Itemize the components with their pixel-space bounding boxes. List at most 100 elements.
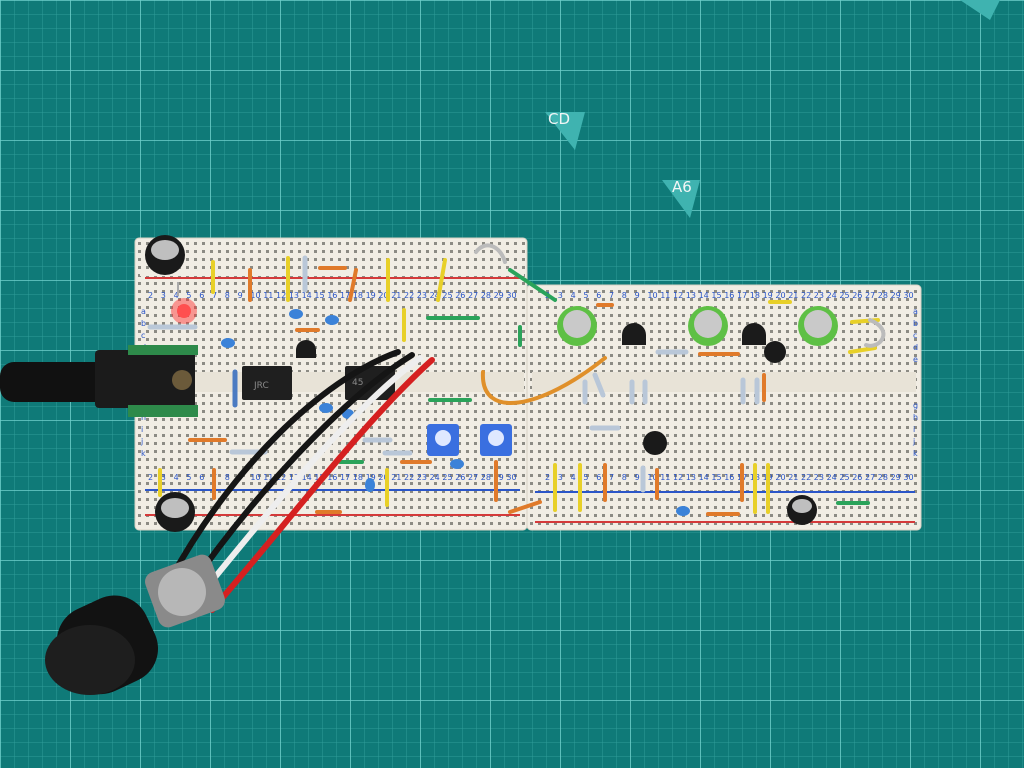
- column-number: 5: [186, 291, 191, 300]
- column-number: 10: [250, 473, 260, 482]
- row-letter: e: [913, 355, 918, 364]
- chip-label-right: 45: [352, 378, 363, 388]
- column-number: 25: [442, 291, 452, 300]
- column-number: 30: [903, 291, 913, 300]
- transistor-icon: [296, 323, 766, 358]
- column-number: 5: [583, 473, 588, 482]
- column-number: 6: [199, 473, 204, 482]
- column-number: 29: [891, 291, 901, 300]
- column-number: 26: [852, 291, 862, 300]
- column-number: 13: [686, 473, 696, 482]
- column-number: 20: [775, 473, 785, 482]
- row-letter: b: [141, 319, 146, 328]
- column-number: 6: [596, 473, 601, 482]
- column-number: 19: [763, 291, 773, 300]
- column-number: 17: [340, 291, 350, 300]
- row-letter: k: [141, 449, 146, 458]
- column-number: 23: [417, 473, 427, 482]
- column-number: 13: [686, 291, 696, 300]
- column-number: 11: [263, 473, 273, 482]
- column-number: 26: [455, 291, 465, 300]
- column-number: 28: [878, 473, 888, 482]
- column-number: 13: [289, 473, 299, 482]
- column-number: 15: [711, 291, 721, 300]
- column-number: 12: [276, 473, 286, 482]
- row-letter: h: [141, 413, 146, 422]
- column-number: 24: [827, 291, 837, 300]
- column-number: 4: [571, 473, 576, 482]
- column-number: 3: [558, 291, 563, 300]
- chip-label-left: JRC: [253, 381, 269, 391]
- column-number: 25: [839, 291, 849, 300]
- column-number: 5: [186, 473, 191, 482]
- audio-jack-icon[interactable]: [0, 345, 198, 417]
- column-number: 19: [366, 473, 376, 482]
- column-number: 15: [314, 291, 324, 300]
- column-number: 27: [865, 291, 875, 300]
- column-number: 15: [711, 473, 721, 482]
- column-number: 8: [622, 473, 627, 482]
- column-number: 18: [353, 291, 363, 300]
- column-number: 26: [455, 473, 465, 482]
- column-number: 29: [494, 291, 504, 300]
- row-letter: c: [913, 331, 917, 340]
- column-number: 28: [878, 291, 888, 300]
- column-number: 26: [852, 473, 862, 482]
- column-number: 3: [558, 473, 563, 482]
- mat-marker-corner: [960, 0, 1000, 20]
- mat-marker-cd: [545, 112, 585, 150]
- column-number: 11: [660, 291, 670, 300]
- column-number: 24: [430, 473, 440, 482]
- column-number: 7: [609, 291, 614, 300]
- column-number: 27: [865, 473, 875, 482]
- column-number: 23: [417, 291, 427, 300]
- column-number: 7: [212, 291, 217, 300]
- row-letter: a: [913, 307, 918, 316]
- row-letter: j: [912, 437, 915, 446]
- column-number: 25: [839, 473, 849, 482]
- column-number: 3: [161, 473, 166, 482]
- row-letter: k: [913, 449, 918, 458]
- column-number: 6: [596, 291, 601, 300]
- column-number: 16: [327, 473, 337, 482]
- column-number: 14: [302, 473, 312, 482]
- trimmer-icon[interactable]: [427, 424, 512, 456]
- column-number: 30: [506, 473, 516, 482]
- column-number: 22: [404, 291, 414, 300]
- column-number: 29: [891, 473, 901, 482]
- potentiometer-knob-icon[interactable]: [45, 552, 228, 706]
- column-number: 24: [827, 473, 837, 482]
- column-number: 12: [276, 291, 286, 300]
- mat-marker-a6: [662, 180, 700, 218]
- column-number: 9: [238, 291, 243, 300]
- column-number: 2: [148, 291, 153, 300]
- column-number: 17: [340, 473, 350, 482]
- column-number: 8: [622, 291, 627, 300]
- column-number: 30: [506, 291, 516, 300]
- row-letter: i: [913, 425, 915, 434]
- led-icon: [171, 282, 197, 324]
- column-number: 23: [814, 473, 824, 482]
- column-number: 4: [174, 473, 179, 482]
- column-number: 28: [481, 473, 491, 482]
- row-letter: j: [140, 437, 143, 446]
- column-number: 10: [647, 473, 657, 482]
- column-number: 18: [353, 473, 363, 482]
- column-number: 12: [673, 291, 683, 300]
- column-number: 18: [750, 291, 760, 300]
- row-letter: d: [913, 343, 918, 352]
- column-number: 3: [161, 291, 166, 300]
- capacitor-icon: [145, 235, 817, 532]
- column-number: 20: [378, 291, 388, 300]
- capacitor-green: [557, 306, 838, 346]
- column-number: 11: [263, 291, 273, 300]
- mat-label-a6: A6: [672, 178, 692, 196]
- mat-label-cd: CD: [548, 110, 571, 128]
- column-number: 8: [225, 291, 230, 300]
- column-number: 13: [289, 291, 299, 300]
- column-number: 22: [801, 291, 811, 300]
- column-number: 25: [442, 473, 452, 482]
- column-number: 6: [199, 291, 204, 300]
- column-number: 16: [724, 291, 734, 300]
